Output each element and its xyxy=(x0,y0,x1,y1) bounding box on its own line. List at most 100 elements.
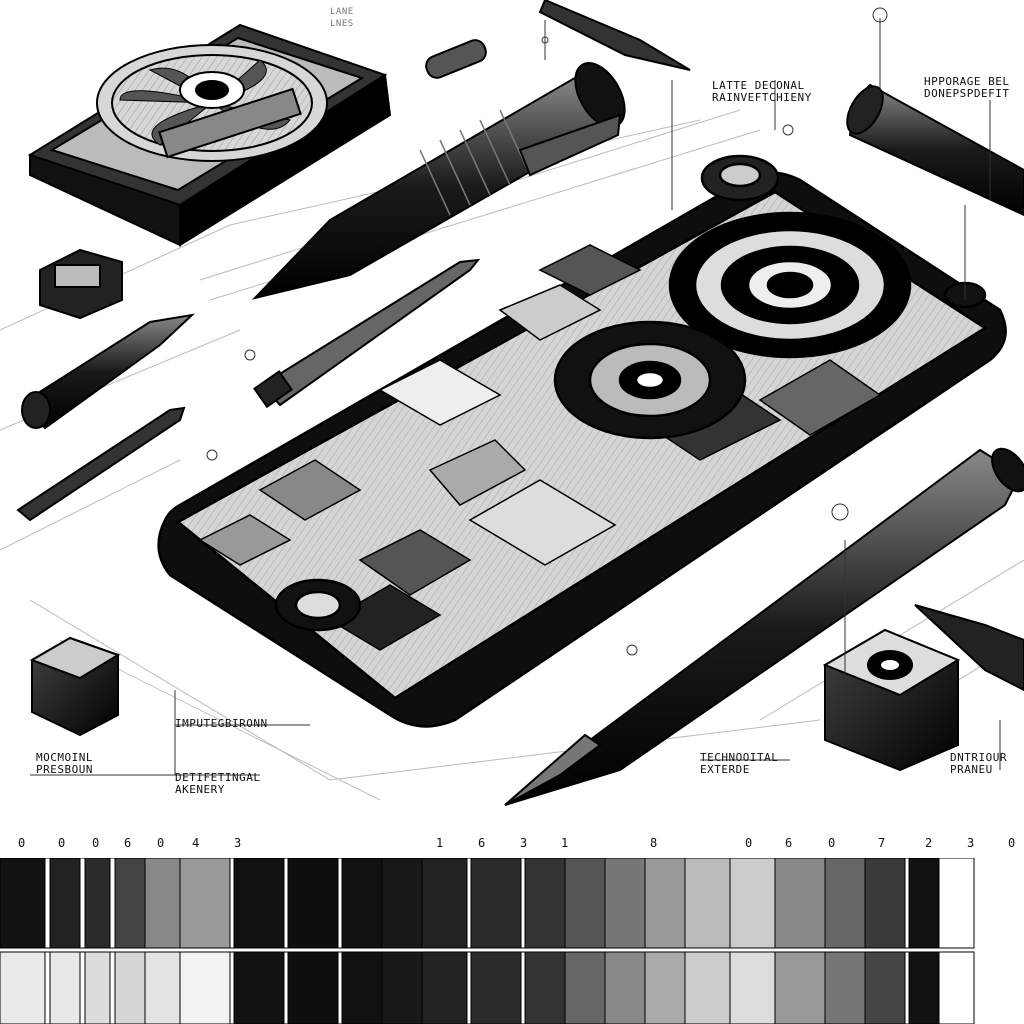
marker-small xyxy=(21,313,196,430)
scale-number: 6 xyxy=(785,836,793,850)
pen-tip-right xyxy=(914,604,1024,692)
gray-swatch xyxy=(381,951,423,1024)
scale-number: 0 xyxy=(157,836,165,850)
pen-right xyxy=(504,447,1024,806)
gray-swatch xyxy=(179,951,231,1024)
chip-cube xyxy=(39,248,123,320)
gray-swatch xyxy=(938,951,975,1024)
gray-swatch xyxy=(233,858,285,949)
scale-number: 0 xyxy=(828,836,836,850)
gray-swatch xyxy=(729,951,776,1024)
gray-swatch xyxy=(824,951,866,1024)
gray-swatch xyxy=(466,951,472,1024)
gray-swatch xyxy=(938,858,975,949)
marker-left xyxy=(251,62,626,300)
gray-swatch xyxy=(79,951,86,1024)
gray-swatch xyxy=(864,858,906,949)
gray-swatch xyxy=(904,951,910,1024)
gray-swatch xyxy=(466,858,472,949)
label-header-right: HPPORAGE BEL DONEPSPDEFIT xyxy=(924,75,1010,100)
label-left-low: MOCMOINL PRESBOUN xyxy=(36,751,93,776)
scale-number: 3 xyxy=(234,836,242,850)
grayscale-swatch-strip: 0 0 0 6 0 4 3 1 6 3 1 8 0 6 0 7 2 3 0 xyxy=(0,828,1024,1024)
gray-swatch xyxy=(341,951,383,1024)
gray-swatch xyxy=(644,858,686,949)
scale-number: 4 xyxy=(192,836,200,850)
gray-swatch xyxy=(229,951,235,1024)
gray-swatch xyxy=(283,858,289,949)
gray-swatch xyxy=(114,858,146,949)
gray-swatch xyxy=(79,858,86,949)
label-mid: IMPUTEGBIRONN xyxy=(175,717,268,730)
gray-swatch xyxy=(524,858,566,949)
label-top-small: LANE LNES xyxy=(330,7,354,29)
scale-number: 0 xyxy=(92,836,100,850)
gray-swatch xyxy=(44,951,51,1024)
small-cap xyxy=(425,39,487,79)
gray-swatch xyxy=(109,858,116,949)
gray-swatch xyxy=(337,951,343,1024)
scale-number: 3 xyxy=(520,836,528,850)
gray-swatch xyxy=(109,951,116,1024)
chip-cube-left xyxy=(29,636,121,737)
gray-swatch xyxy=(729,858,776,949)
gray-swatch xyxy=(644,951,686,1024)
scale-number: 6 xyxy=(478,836,486,850)
fan-module xyxy=(27,23,392,247)
gray-swatch xyxy=(520,858,526,949)
pencil-thin xyxy=(253,258,481,409)
gray-swatch xyxy=(287,951,339,1024)
gray-swatch xyxy=(908,858,940,949)
scale-number: 2 xyxy=(925,836,933,850)
scale-number: 1 xyxy=(436,836,444,850)
gray-swatch xyxy=(604,858,646,949)
gray-swatch xyxy=(470,951,522,1024)
gray-swatch xyxy=(49,951,81,1024)
gray-swatch xyxy=(684,858,731,949)
gray-swatch xyxy=(229,858,235,949)
scale-number: 0 xyxy=(18,836,26,850)
phone-exploded-illustration xyxy=(0,0,1024,806)
scale-number: 6 xyxy=(124,836,132,850)
gray-swatch xyxy=(233,951,285,1024)
camera-cube xyxy=(822,628,961,772)
scale-number: 3 xyxy=(967,836,975,850)
scale-number: 7 xyxy=(878,836,886,850)
gray-swatch xyxy=(824,858,866,949)
top-pen xyxy=(538,0,691,71)
scale-number: 0 xyxy=(1008,836,1016,850)
gray-swatch xyxy=(520,951,526,1024)
gray-swatch xyxy=(283,951,289,1024)
gray-swatch xyxy=(49,858,81,949)
gray-swatch xyxy=(84,858,111,949)
gray-swatch xyxy=(144,951,181,1024)
scale-number: 1 xyxy=(561,836,569,850)
pen-thin xyxy=(16,406,186,522)
gray-swatch xyxy=(421,858,468,949)
gray-swatch xyxy=(470,858,522,949)
gray-swatch xyxy=(287,858,339,949)
gray-swatch xyxy=(864,951,906,1024)
scale-number: 8 xyxy=(650,836,658,850)
pen-top-right xyxy=(846,83,1024,217)
label-header-left: LATTE DECONAL RAINVEFTCHIENY xyxy=(712,79,812,104)
gray-swatch xyxy=(0,858,46,949)
gray-swatch xyxy=(381,858,423,949)
gray-swatch xyxy=(908,951,940,1024)
gray-swatch xyxy=(774,858,826,949)
gray-swatch xyxy=(44,858,51,949)
label-right-low: TECHNOOITAL EXTERDE xyxy=(700,751,779,776)
label-under-mid: DETIFETINGAL AKENERY xyxy=(175,771,261,796)
gray-swatch xyxy=(341,858,383,949)
swatch-bars xyxy=(0,858,975,1024)
gray-swatch xyxy=(337,858,343,949)
label-far-right: DNTRIOUR PRANEU xyxy=(950,751,1007,776)
gray-swatch xyxy=(84,951,111,1024)
gray-swatch xyxy=(564,858,606,949)
gray-swatch xyxy=(604,951,646,1024)
gray-swatch xyxy=(179,858,231,949)
gray-swatch xyxy=(564,951,606,1024)
gray-swatch xyxy=(0,951,46,1024)
callout-lines xyxy=(30,7,1001,776)
